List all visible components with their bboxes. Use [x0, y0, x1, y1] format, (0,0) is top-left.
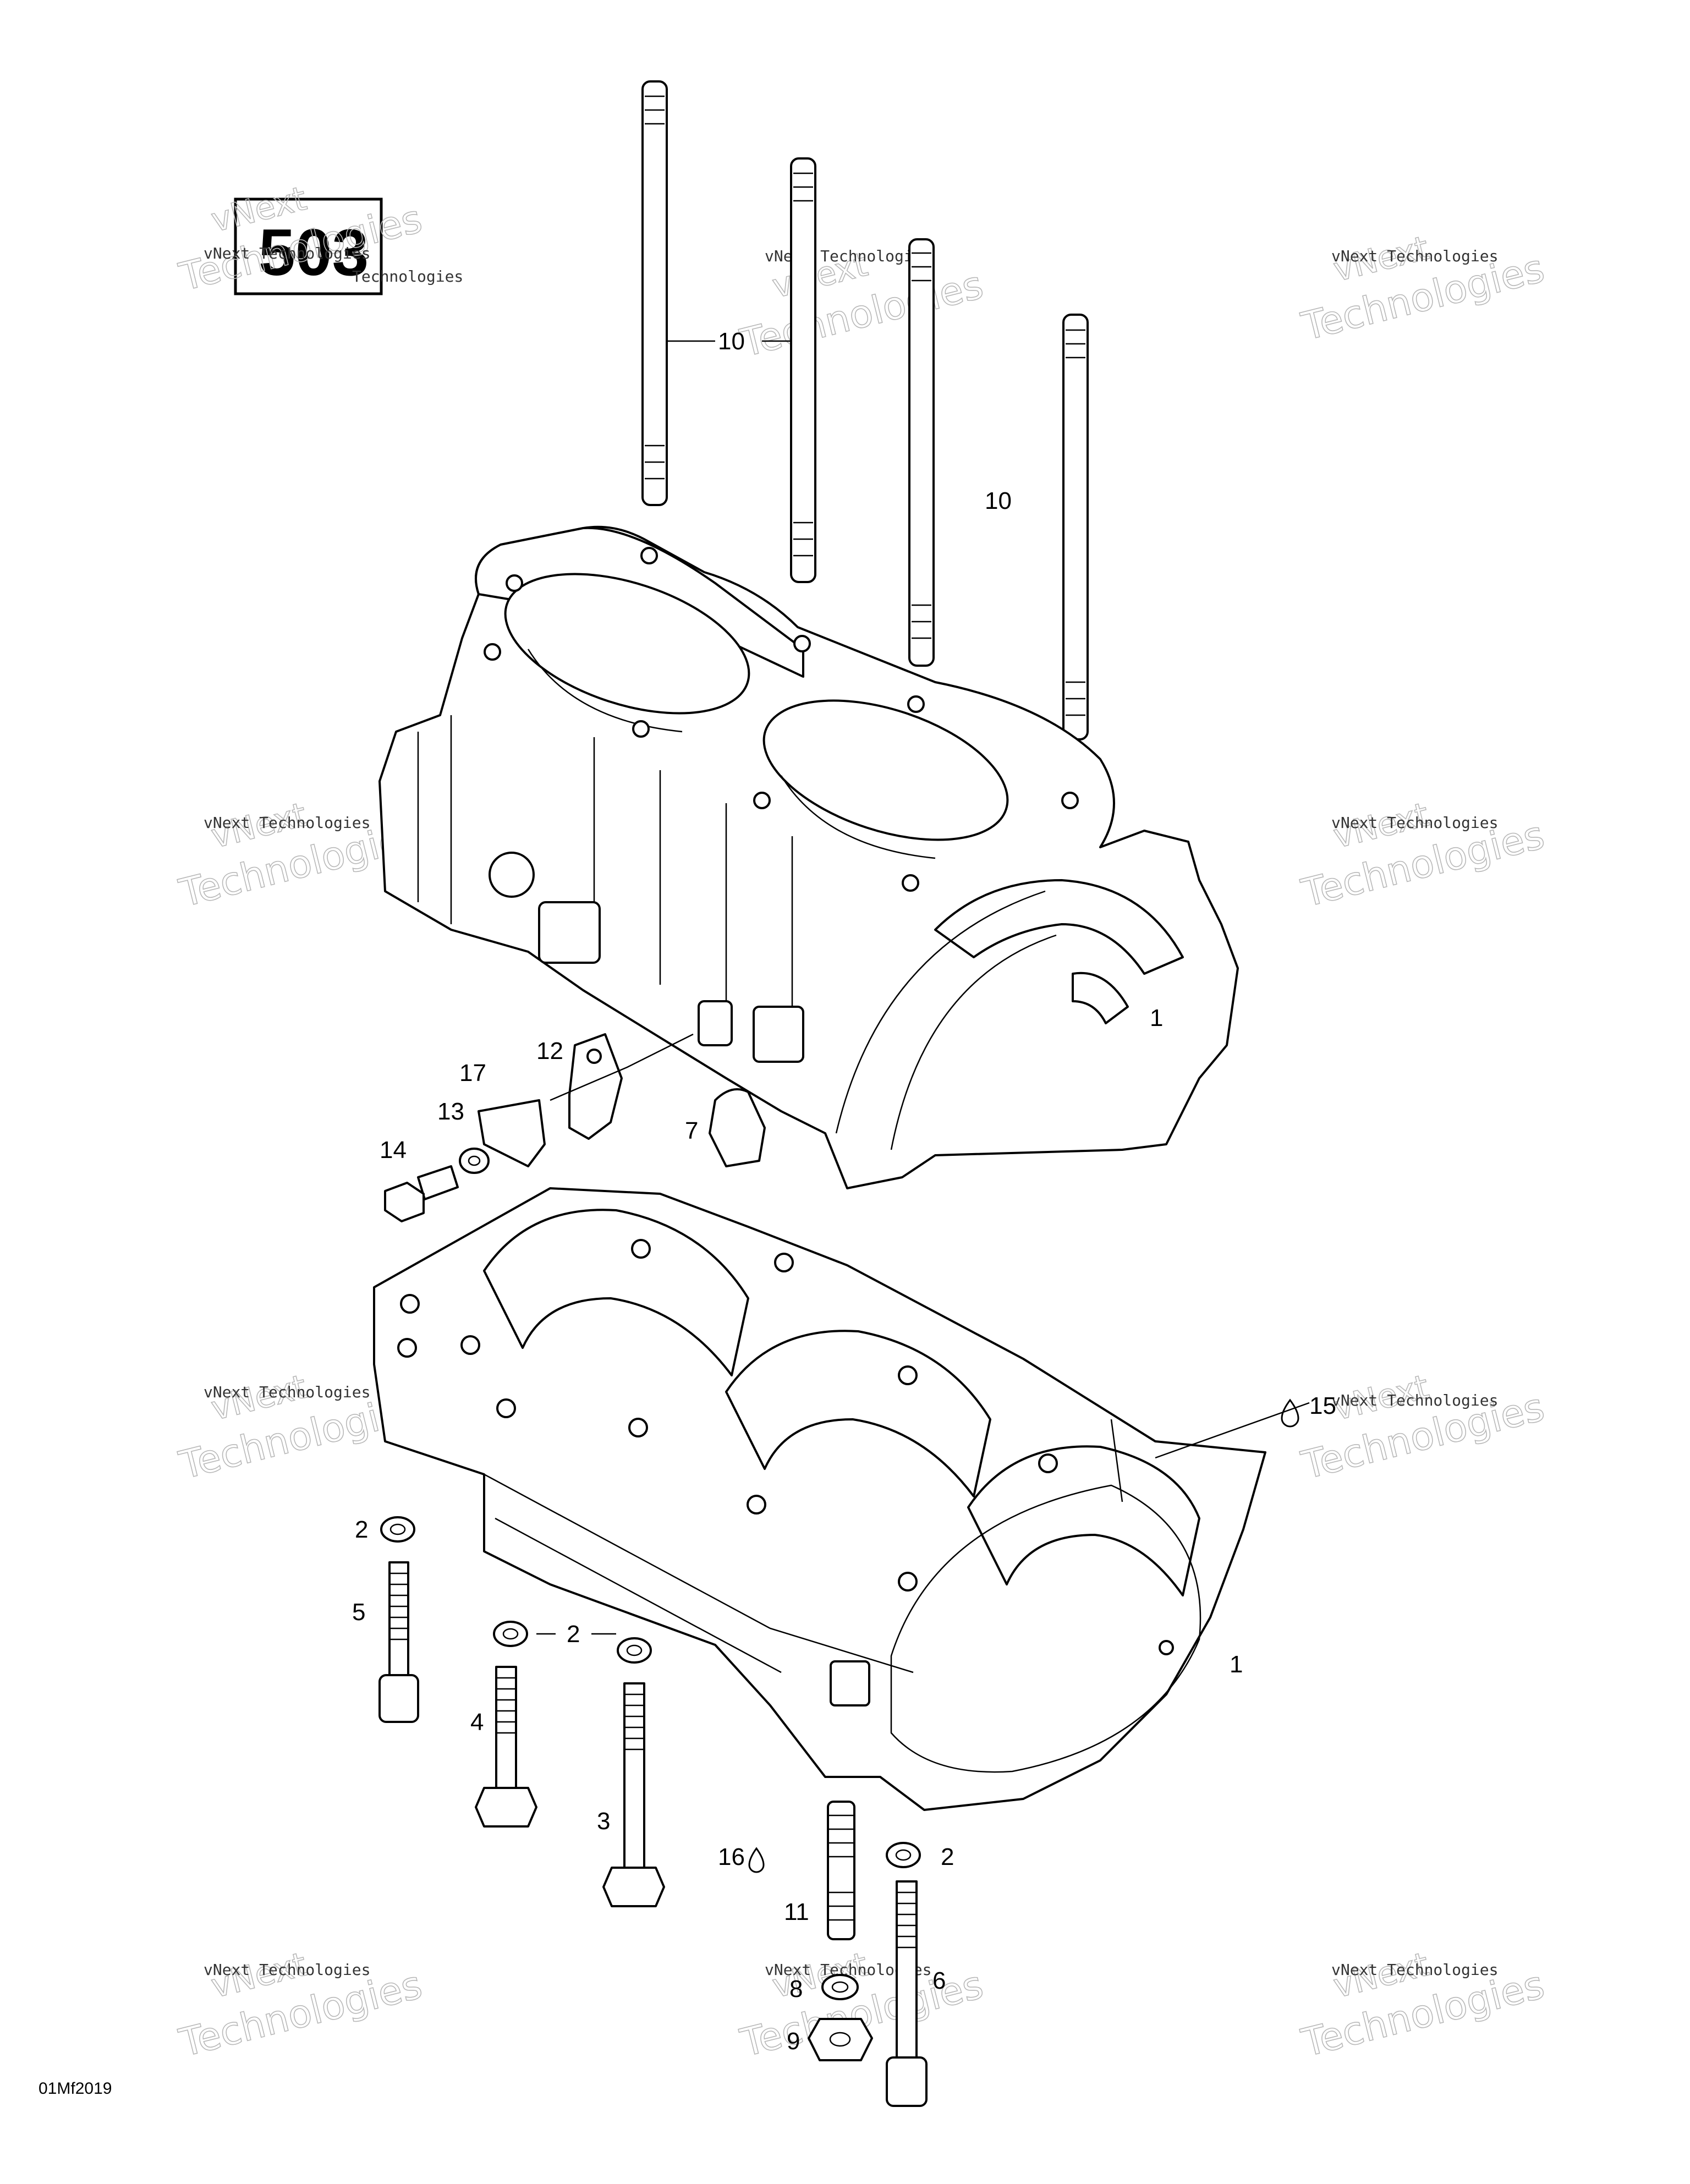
callout-10: 10: [718, 328, 745, 355]
callout-10: 10: [985, 487, 1012, 514]
callout-15: 15: [1309, 1392, 1336, 1419]
watermark: vNext Technologies vNext Technologies: [1297, 1945, 1549, 2066]
svg-text:vNext Technologies: vNext Technologies: [1331, 247, 1498, 265]
cylinder-stud: [908, 238, 935, 667]
hex-screw: [384, 1165, 459, 1222]
hex-screw: [602, 1682, 665, 1907]
callout-2: 2: [567, 1621, 580, 1648]
droplet-icon: [1281, 1398, 1299, 1428]
callout-9: 9: [787, 2028, 800, 2055]
spring-clip: [478, 1099, 546, 1167]
svg-text:vNext Technologies: vNext Technologies: [204, 814, 370, 832]
svg-text:vNext Technologies: vNext Technologies: [204, 244, 370, 262]
callout-2: 2: [941, 1843, 954, 1870]
callout-2: 2: [355, 1516, 368, 1543]
watermark: vNext Technologies vNext Technologies: [1297, 228, 1549, 350]
hex-nut: [808, 2018, 873, 2061]
socket-head-screw: [886, 1880, 928, 2107]
leader-lines: [536, 340, 1310, 1635]
watermark: vNext Technologies vNext Technologies: [174, 1945, 427, 2066]
washer: [821, 1974, 859, 2000]
cylinder-stud: [1062, 314, 1089, 740]
cylinder-stud: [641, 80, 668, 506]
watermark: vNext Technologies vNext Technologies: [736, 245, 988, 366]
washer: [380, 1516, 415, 1543]
callout-14: 14: [380, 1137, 407, 1164]
callout-4: 4: [470, 1709, 484, 1736]
washer: [617, 1637, 652, 1664]
watermark: vNext Technologies vNext Technologies Te…: [174, 179, 463, 300]
washer: [493, 1621, 528, 1647]
callout-7: 7: [685, 1117, 698, 1144]
callout-1: 1: [1230, 1651, 1243, 1678]
diagram-code: 503: [259, 216, 369, 289]
svg-text:vNext Technologies: vNext Technologies: [765, 247, 931, 265]
watermark: vNext Technologies vNext Technologies: [1297, 795, 1549, 917]
callout-13: 13: [437, 1098, 464, 1125]
svg-text:vNext Technologies: vNext Technologies: [204, 1383, 370, 1401]
lock-washer: [459, 1148, 490, 1174]
svg-text:Technologies: Technologies: [352, 267, 463, 286]
svg-text:vNext Technologies: vNext Technologies: [1331, 814, 1498, 832]
callout-3: 3: [597, 1808, 610, 1835]
callout-8: 8: [789, 1976, 803, 2002]
clip-bracket: [568, 1033, 623, 1140]
callout-17: 17: [459, 1060, 486, 1086]
washer: [886, 1842, 921, 1868]
droplet-icon: [748, 1847, 765, 1873]
cylinder-stud: [790, 157, 816, 583]
callout-5: 5: [352, 1599, 365, 1626]
callout-labels: 10 10 1 12 17 13 14 7 15 1 2 5 2 4 3 16 …: [352, 328, 1336, 2055]
callout-12: 12: [536, 1038, 563, 1064]
callout-16: 16: [718, 1843, 745, 1870]
socket-head-screw: [378, 1561, 419, 1723]
stud: [827, 1801, 855, 1940]
sleeve: [709, 1088, 766, 1167]
callout-1: 1: [1150, 1005, 1163, 1031]
lower-crankcase: [373, 1187, 1266, 1811]
document-reference: 01Mf2019: [39, 2079, 112, 2098]
diagram-code-box: 503: [234, 197, 383, 295]
svg-text:vNext Technologies: vNext Technologies: [204, 1961, 370, 1979]
svg-text:vNext Technologies: vNext Technologies: [1331, 1391, 1498, 1409]
svg-text:vNext Technologies: vNext Technologies: [1331, 1961, 1498, 1979]
callout-6: 6: [932, 1967, 946, 1994]
hex-screw: [475, 1666, 537, 1828]
callout-11: 11: [784, 1898, 809, 1925]
upper-crankcase: [378, 525, 1239, 1189]
